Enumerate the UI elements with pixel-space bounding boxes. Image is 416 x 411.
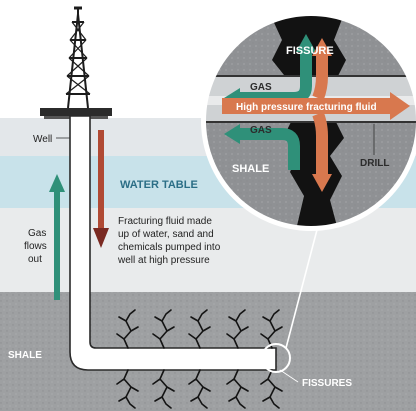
fracturing-fluid-arrow — [93, 130, 109, 248]
inset-fissure-label: FISSURE — [286, 45, 334, 57]
fluid-label-1: Fracturing fluid made — [118, 216, 212, 227]
inset-shale-label: SHALE — [232, 163, 269, 175]
crack-icon — [260, 369, 283, 409]
crack-icon — [226, 369, 249, 409]
gas-flows-label-1: Gas — [28, 228, 46, 239]
crack-icon — [188, 309, 211, 349]
rig-platform — [40, 108, 112, 116]
inset-detail: FISSURE GAS High pressure fracturing flu… — [201, 11, 416, 231]
inset-drill-label: DRILL — [360, 158, 389, 169]
shale-label: SHALE — [8, 350, 42, 361]
drilling-rig-icon — [65, 6, 91, 109]
magnifier-circle-icon — [261, 343, 291, 373]
well-pipe — [69, 115, 277, 371]
fluid-label-4: well at high pressure — [117, 255, 210, 266]
callout-line — [285, 225, 319, 349]
gas-flows-label-2: flows — [24, 241, 47, 252]
fissure-cracks — [116, 309, 283, 409]
inset-gas-top-label: GAS — [250, 82, 272, 93]
crack-icon — [226, 309, 249, 349]
crack-icon — [152, 369, 175, 409]
crack-icon — [116, 369, 139, 409]
fluid-label-2: up of water, sand and — [118, 229, 214, 240]
gas-flows-out-arrow — [49, 174, 65, 300]
well-label: Well — [33, 134, 52, 145]
fissures-label: FISSURES — [302, 378, 352, 389]
inset-fluid-arrow — [222, 98, 392, 114]
crack-icon — [152, 309, 175, 349]
crack-icon — [260, 309, 283, 349]
crack-icon — [116, 309, 139, 349]
water-table-label: WATER TABLE — [120, 179, 198, 191]
gas-flows-label-3: out — [28, 254, 42, 265]
inset-fluid-label: High pressure fracturing fluid — [236, 102, 377, 113]
fluid-label-3: chemicals pumped into — [118, 242, 221, 253]
crack-icon — [188, 369, 211, 409]
inset-gas-bottom-label: GAS — [250, 125, 272, 136]
